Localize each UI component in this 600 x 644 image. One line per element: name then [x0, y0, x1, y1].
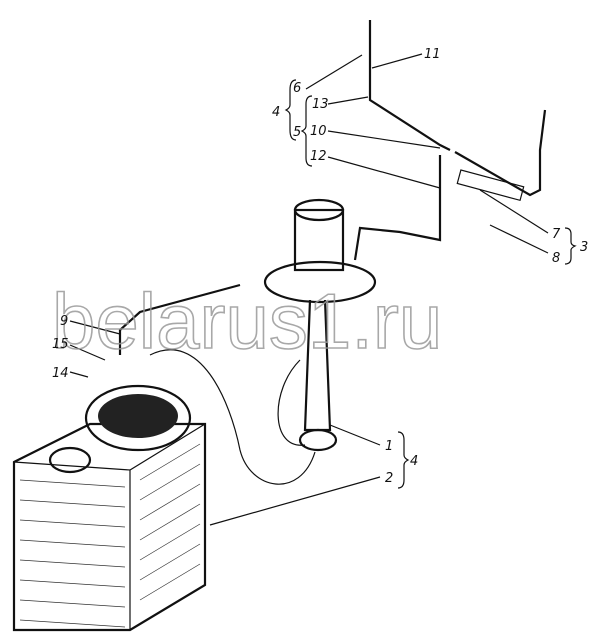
callout-4-bottom: 4	[410, 454, 418, 469]
callout-8: 8	[552, 251, 560, 266]
callout-2: 2	[385, 471, 393, 486]
callout-13: 13	[312, 97, 329, 112]
braces	[284, 79, 577, 489]
callout-3: 3	[580, 240, 588, 255]
callout-11: 11	[424, 47, 441, 62]
watermark-text: belarus1.ru	[52, 277, 442, 365]
callout-4-top: 4	[272, 105, 280, 120]
callout-5: 5	[293, 125, 301, 140]
callout-15: 15	[52, 337, 69, 352]
leader-lines	[69, 53, 549, 526]
callout-10: 10	[310, 124, 327, 139]
fluid-tank	[12, 384, 207, 632]
callout-7: 7	[552, 227, 561, 242]
callout-12: 12	[310, 149, 327, 164]
callout-14: 14	[52, 366, 69, 381]
callout-6: 6	[293, 81, 301, 96]
pump-assembly	[149, 198, 377, 485]
callout-1: 1	[385, 439, 393, 454]
pipes	[118, 20, 547, 355]
callout-9: 9	[60, 314, 68, 329]
